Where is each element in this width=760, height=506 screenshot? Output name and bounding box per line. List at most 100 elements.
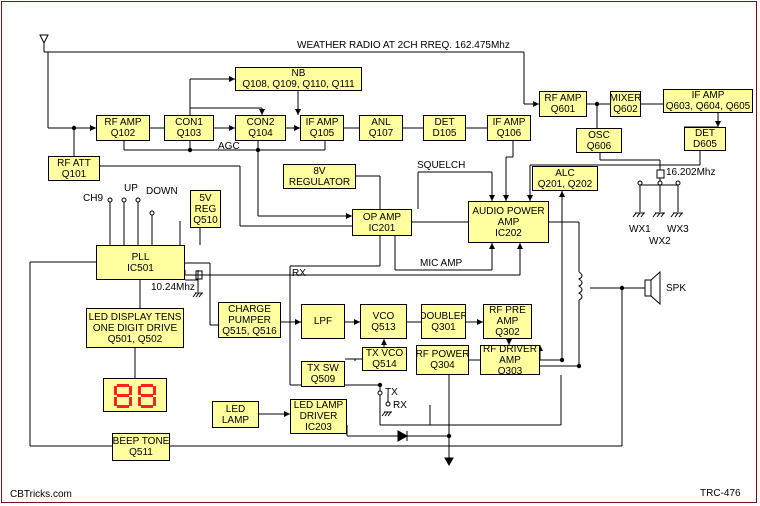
led-lamp-line-2: LAMP: [221, 414, 250, 426]
led-driver-line-1: LED DISPLAY TENS: [88, 311, 182, 323]
segment: [114, 386, 117, 395]
op-amp-line-2: IC201: [368, 222, 396, 234]
charge-pumper-line-3: Q515, Q516: [222, 325, 277, 337]
segment: [117, 384, 129, 387]
vco-line-1: VCO: [372, 310, 395, 322]
segment: [153, 386, 156, 395]
lpf-block: LPF: [301, 304, 345, 339]
wx1-label: WX1: [629, 224, 651, 235]
segment: [117, 394, 129, 397]
rf-pre-amp-line-2: AMP: [496, 316, 519, 327]
audio-amp-line-2: AMP: [497, 216, 520, 228]
reference-code: TRC-476: [700, 488, 741, 499]
rf-att-line-2: Q101: [61, 168, 87, 180]
con2-line-2: Q104: [248, 128, 273, 139]
mic-amp-label: MIC AMP: [420, 258, 463, 269]
tx-vco-line-2: Q514: [372, 359, 397, 370]
pll-line-2: IC501: [127, 262, 154, 274]
seven-segment-display: [103, 378, 167, 412]
osc-block: OSC Q606: [576, 128, 622, 153]
beep-tone-block: BEEP TONE Q511: [112, 433, 170, 461]
regulator-5v-line-3: Q510: [193, 214, 218, 226]
rf-pre-amp-line-1: RF PRE: [489, 305, 526, 316]
regulator-5v-line-2: REG: [194, 203, 217, 215]
led-lamp-line-1: LED: [225, 403, 246, 415]
segment: [141, 384, 153, 387]
vco-block: VCO Q513: [360, 304, 407, 339]
rf-pre-amp-block: RF PRE AMP Q302: [483, 304, 532, 339]
segment: [114, 397, 117, 406]
det-1-line-2: D105: [432, 128, 457, 139]
anl-line-2: Q107: [368, 128, 394, 139]
charge-pumper-line-1: CHARGE: [228, 303, 271, 315]
rf-driver-line-2: AMP: [499, 354, 521, 366]
doubler-line-2: Q301: [431, 321, 456, 333]
if-amp-block-1: IF AMP Q105: [300, 115, 344, 141]
con2-line-1: CON2: [246, 117, 275, 128]
vco-line-2: Q513: [371, 321, 396, 333]
tx-switch-line-2: Q509: [310, 374, 336, 385]
digit-2: [138, 384, 156, 408]
rf-power-line-1: RF POWER: [416, 349, 469, 360]
tx-vco-block: TX VCO Q514: [362, 347, 407, 371]
led-lamp-driver-block: LED LAMP DRIVER IC203: [290, 399, 347, 434]
tx-vco-line-1: TX VCO: [365, 348, 404, 359]
audio-amp-line-3: IC202: [495, 227, 522, 239]
rx-label: RX: [292, 268, 306, 279]
if-amp-wx-block: IF AMP Q603, Q604, Q605: [663, 89, 753, 113]
down-label: DOWN: [146, 186, 178, 197]
wx3-label: WX3: [667, 224, 689, 235]
lpf-line-1: LPF: [313, 316, 333, 327]
regulator-5v-line-1: 5V: [199, 192, 212, 204]
det-wx-line-1: DET: [695, 128, 715, 139]
beep-line-2: Q511: [129, 447, 153, 458]
led-driver-line-3: Q501, Q502: [107, 333, 163, 345]
led-lamp-driver-line-1: LED LAMP: [293, 400, 344, 411]
alc-line-1: ALC: [555, 167, 575, 179]
agc-label: AGC: [218, 141, 240, 152]
mixer-block: MIXER Q602: [610, 91, 641, 117]
rf-amp-block: RF AMP Q102: [96, 115, 150, 141]
tx-label: TX: [385, 387, 398, 398]
det-1-line-1: DET: [434, 117, 455, 128]
rx-switch-label: RX: [393, 400, 407, 411]
if-amp-2-line-1: IF AMP: [492, 117, 526, 128]
rf-amp-line-1: RF AMP: [104, 117, 142, 128]
tx-switch-block: TX SW Q509: [301, 361, 345, 387]
weather-radio-banner: WEATHER RADIO AT 2CH RREQ. 162.475Mhz: [297, 40, 510, 51]
segment: [138, 397, 141, 406]
led-lamp-driver-line-3: IC203: [305, 422, 332, 433]
rf-amp-line-2: Q102: [110, 128, 136, 139]
pll-block: PLL IC501: [96, 245, 185, 280]
squelch-label: SQUELCH: [417, 160, 466, 171]
audio-power-amp-block: AUDIO POWER AMP IC202: [468, 201, 549, 243]
crystal-10-24-label: 10.24Mhz: [151, 282, 195, 293]
rf-driver-amp-block: RF DRIVER AMP Q303: [480, 345, 540, 375]
nb-block: NB Q108, Q109, Q110, Q111: [235, 67, 362, 91]
site-credit: CBTricks.com: [10, 489, 72, 500]
anl-line-1: ANL: [371, 117, 391, 128]
det-wx-line-2: D605: [693, 139, 717, 150]
led-lamp-block: LED LAMP: [212, 401, 259, 428]
anl-block: ANL Q107: [359, 115, 403, 141]
regulator-8v-line-2: REGULATOR: [288, 176, 351, 188]
doubler-block: DOUBLER Q301: [421, 304, 466, 339]
segment: [129, 386, 132, 395]
osc-line-2: Q606: [586, 140, 612, 152]
rf-att-line-1: RF ATT: [57, 157, 91, 169]
audio-amp-line-1: AUDIO POWER: [472, 205, 545, 217]
pll-line-1: PLL: [131, 251, 150, 263]
wx2-label: WX2: [649, 236, 671, 247]
tx-switch-line-1: TX SW: [307, 363, 339, 374]
charge-pumper-line-2: PUMPER: [228, 314, 271, 326]
segment: [138, 386, 141, 395]
segment: [117, 405, 129, 408]
led-display-driver-block: LED DISPLAY TENS ONE DIGIT DRIVE Q501, Q…: [86, 308, 184, 348]
beep-line-1: BEEP TONE: [112, 436, 170, 447]
rf-pre-amp-line-3: Q302: [495, 327, 520, 338]
det-block-1: DET D105: [423, 115, 466, 141]
regulator-8v-line-1: 8V: [313, 165, 326, 177]
segment: [129, 397, 132, 406]
